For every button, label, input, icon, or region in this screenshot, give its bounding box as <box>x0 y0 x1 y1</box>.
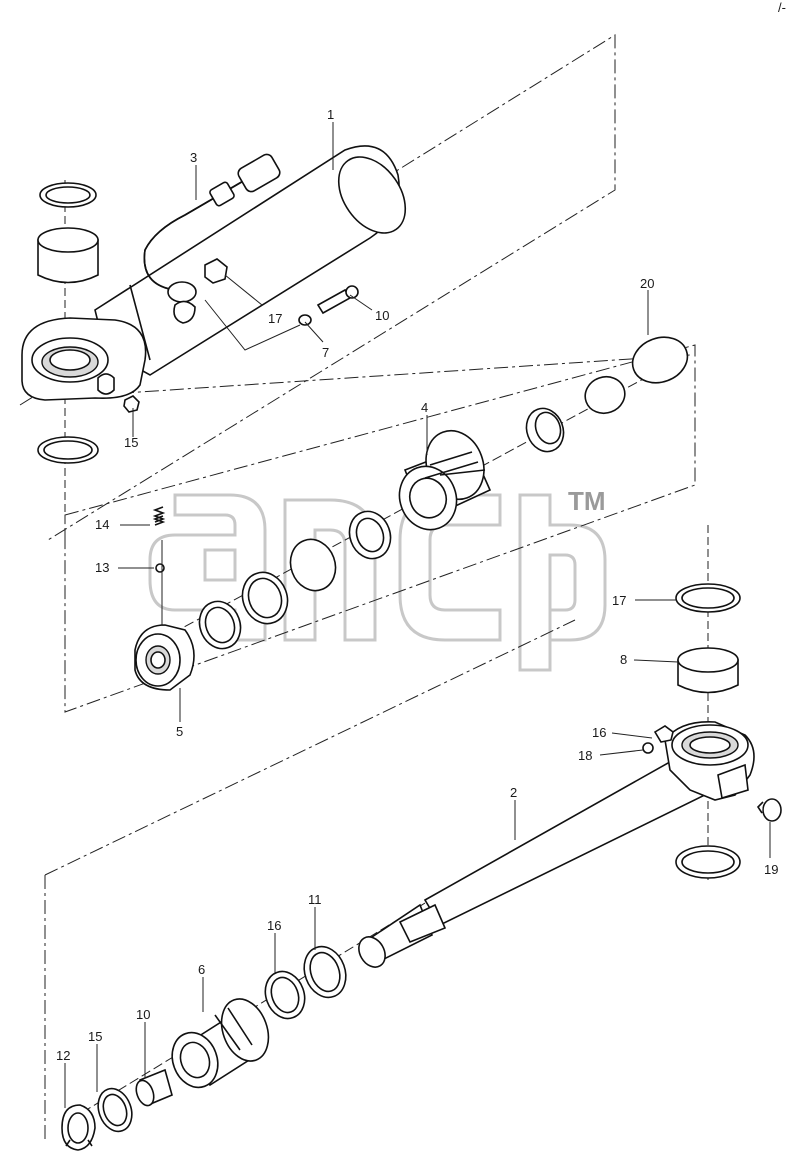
ring-15-lower <box>97 1087 133 1133</box>
callout-3: 3 <box>190 150 197 165</box>
ring-seal <box>525 407 565 453</box>
backup-ring <box>241 571 289 625</box>
callout-16-upper: 16 <box>592 725 606 740</box>
bushing-left <box>37 227 99 284</box>
o-ring-20 <box>631 336 689 384</box>
callout-14: 14 <box>95 517 109 532</box>
o-ring-piston <box>289 538 337 592</box>
callout-17-right: 17 <box>612 593 626 608</box>
callout-11: 11 <box>308 892 322 907</box>
seal-ring-11 <box>303 945 347 999</box>
cylinder-tube <box>21 145 407 401</box>
seal-ring-17-right <box>675 583 741 613</box>
rod-frame-line <box>44 619 576 1140</box>
callout-6: 6 <box>198 962 205 977</box>
callout-15-lower: 15 <box>88 1029 102 1044</box>
callout-5: 5 <box>176 724 183 739</box>
callout-15-upper: 15 <box>124 435 138 450</box>
piston-4 <box>398 429 492 531</box>
callout-12: 12 <box>56 1048 70 1063</box>
snap-ring-12 <box>61 1104 96 1151</box>
ball-13 <box>155 563 165 573</box>
o-ring-small <box>584 375 626 415</box>
callout-16-lower: 16 <box>267 918 281 933</box>
pipe <box>143 153 281 324</box>
callout-7: 7 <box>322 345 329 360</box>
grease-nipple-18 <box>642 742 654 754</box>
washer-7 <box>298 314 312 326</box>
callout-1: 1 <box>327 107 334 122</box>
piston-frame-line <box>64 344 696 713</box>
grease-nipple-15-upper <box>123 395 140 413</box>
callout-labels: 1 3 17 10 7 20 15 4 14 13 5 17 8 16 18 2… <box>56 107 778 1063</box>
callout-17-upper: 17 <box>268 311 282 326</box>
callout-20: 20 <box>640 276 654 291</box>
bushing-8 <box>677 647 739 694</box>
callout-18: 18 <box>578 748 592 763</box>
callout-4: 4 <box>421 400 428 415</box>
leader-17-7 <box>204 299 301 351</box>
callout-19: 19 <box>764 862 778 877</box>
wear-ring <box>198 600 242 650</box>
trademark-mark: TM <box>568 486 606 516</box>
tube-frame-line <box>19 34 616 541</box>
ring-16-lower <box>264 970 306 1020</box>
callout-10-lower: 10 <box>136 1007 150 1022</box>
callout-10-upper: 10 <box>375 308 389 323</box>
fitting-17-upper <box>204 258 228 284</box>
spring-14 <box>152 506 166 526</box>
corner-mark: /- <box>778 0 786 15</box>
plug-19 <box>756 798 782 822</box>
callout-13: 13 <box>95 560 109 575</box>
callout-8: 8 <box>620 652 627 667</box>
nut-5 <box>134 624 195 691</box>
piston-seal-ring <box>348 510 392 560</box>
callout-2: 2 <box>510 785 517 800</box>
bushing-10-lower <box>135 1068 173 1107</box>
piston-rod-2 <box>358 721 755 968</box>
gland-6 <box>171 998 270 1089</box>
bolt-10-upper <box>316 285 359 315</box>
leader-lines <box>64 122 771 1108</box>
